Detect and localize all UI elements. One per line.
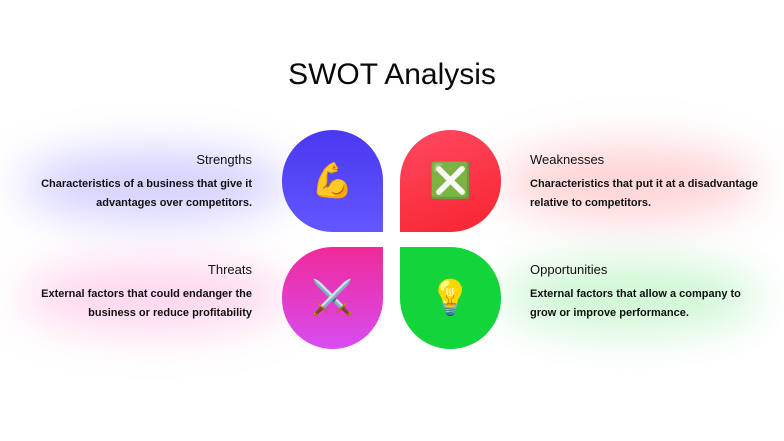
weaknesses-description: Characteristics that put it at a disadva… — [530, 178, 759, 209]
threats-block: Threats External factors that could enda… — [20, 262, 252, 323]
strengths-heading: Strengths — [196, 152, 252, 167]
weaknesses-petal: ❎ — [400, 130, 501, 232]
opportunities-petal: 💡 — [400, 247, 501, 349]
strengths-description: Characteristics of a business that give … — [41, 178, 252, 209]
threats-petal: ⚔️ — [282, 247, 383, 349]
strengths-glow — [20, 150, 290, 220]
threats-description: External factors that could endanger the… — [41, 288, 252, 319]
strengths-block: Strengths Characteristics of a business … — [20, 152, 252, 213]
opportunities-block: Opportunities External factors that allo… — [530, 262, 770, 323]
flexed-biceps-icon: 💪 — [311, 162, 354, 200]
threats-heading: Threats — [207, 262, 252, 277]
opportunities-description: External factors that allow a company to… — [530, 288, 741, 319]
opportunities-heading: Opportunities — [530, 262, 608, 277]
opportunities-glow — [500, 262, 760, 332]
page-title: SWOT Analysis — [288, 58, 496, 91]
weaknesses-heading: Weaknesses — [530, 152, 605, 167]
cross-mark-icon: ❎ — [429, 162, 472, 200]
weaknesses-glow — [500, 145, 760, 220]
threats-glow — [20, 262, 290, 332]
light-bulb-icon: 💡 — [429, 279, 472, 317]
crossed-swords-icon: ⚔️ — [311, 279, 354, 317]
strengths-petal: 💪 — [282, 130, 383, 232]
weaknesses-block: Weaknesses Characteristics that put it a… — [530, 152, 770, 213]
